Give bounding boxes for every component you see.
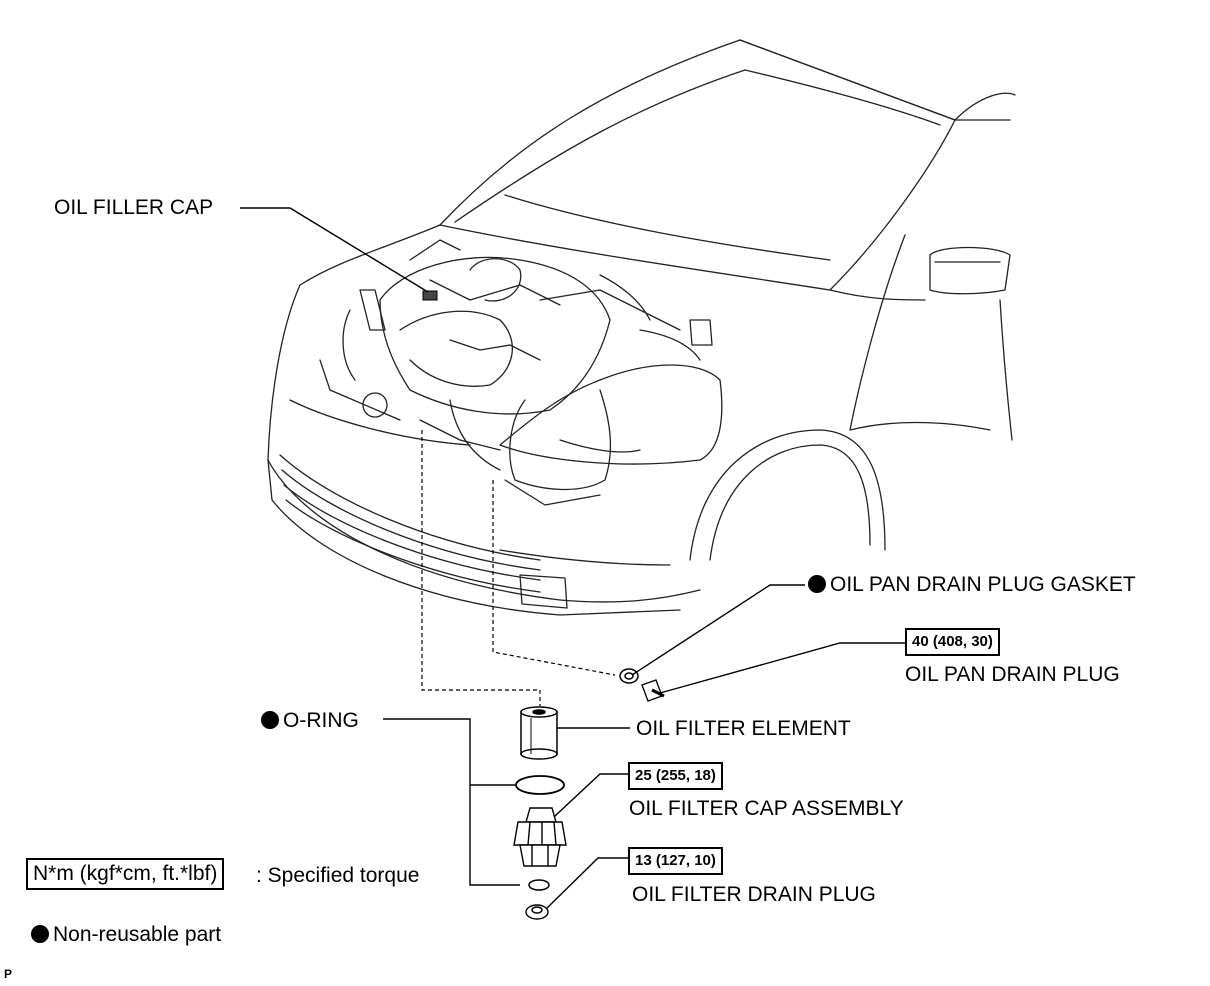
label-o-ring: O-RING <box>261 709 359 733</box>
torque-oil-pan-drain-plug: 40 (408, 30) <box>905 628 1000 656</box>
label-oil-filter-cap-assembly: OIL FILTER CAP ASSEMBLY <box>629 797 904 820</box>
dashed-guides <box>421 430 616 706</box>
leader-lines <box>240 207 905 911</box>
small-o-ring-part <box>528 879 550 891</box>
non-reusable-dot-icon <box>808 575 826 593</box>
oil-pan-drain-plug-gasket-part <box>619 668 639 684</box>
o-ring-part <box>515 775 565 795</box>
torque-oil-filter-drain-plug: 13 (127, 10) <box>628 847 723 875</box>
oil-filter-element-part <box>520 706 558 760</box>
corner-mark: P <box>4 967 13 981</box>
label-oil-filter-drain-plug: OIL FILTER DRAIN PLUG <box>632 883 876 906</box>
legend-torque-unit-box: N*m (kgf*cm, ft.*lbf) <box>26 858 225 890</box>
legend-non-reusable: Non-reusable part <box>31 923 221 947</box>
label-oil-pan-drain-plug: OIL PAN DRAIN PLUG <box>905 663 1120 686</box>
oil-filter-cap-assembly-part <box>513 807 567 867</box>
legend-torque-text: : Specified torque <box>256 864 420 887</box>
non-reusable-dot-icon <box>261 711 279 729</box>
label-oil-pan-drain-plug-gasket: OIL PAN DRAIN PLUG GASKET <box>808 573 1136 597</box>
label-o-ring-text: O-RING <box>283 709 359 732</box>
non-reusable-dot-icon <box>31 925 49 943</box>
label-oil-filler-cap: OIL FILLER CAP <box>54 196 214 219</box>
label-oil-filter-element: OIL FILTER ELEMENT <box>636 717 851 740</box>
oil-filler-cap-part <box>422 290 438 301</box>
oil-filter-drain-plug-part <box>525 904 549 920</box>
torque-oil-filter-cap-assembly: 25 (255, 18) <box>628 762 723 790</box>
vehicle-drawing <box>267 39 1016 616</box>
oil-pan-drain-plug-part <box>641 679 665 702</box>
label-oil-pan-drain-plug-gasket-text: OIL PAN DRAIN PLUG GASKET <box>830 573 1136 596</box>
legend-non-reusable-text: Non-reusable part <box>53 923 222 946</box>
